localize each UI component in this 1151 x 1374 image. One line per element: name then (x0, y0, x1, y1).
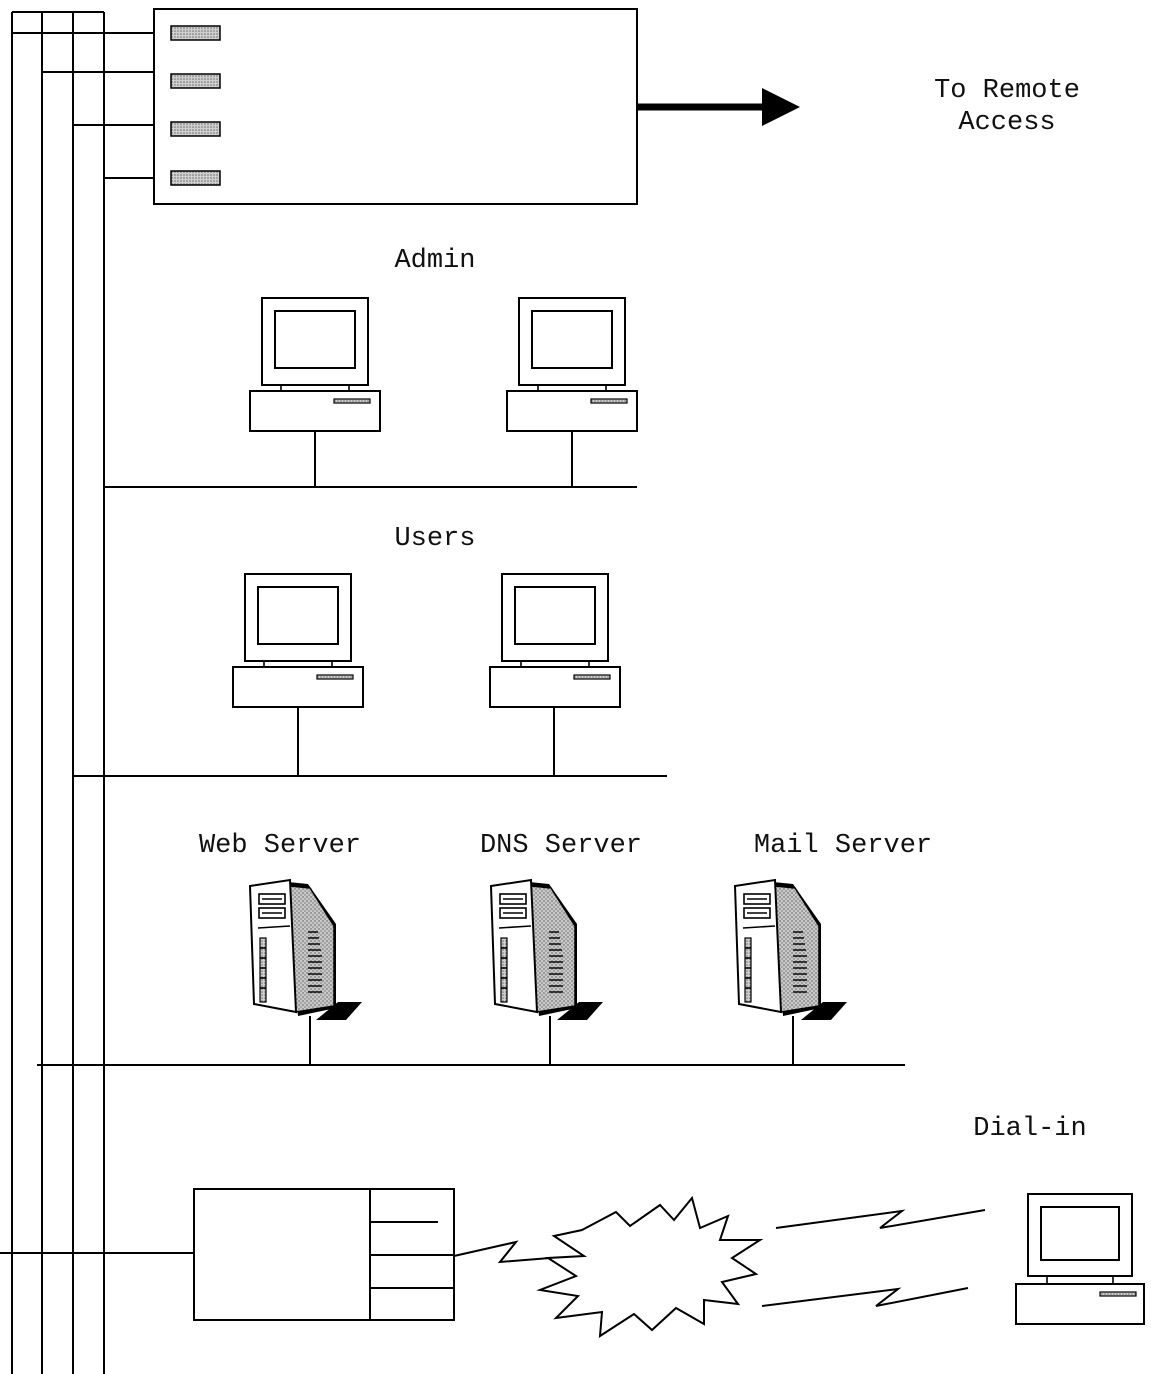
router-port-1 (171, 26, 220, 40)
users-desktop-computer-icon-1 (233, 574, 363, 707)
router-port-3 (171, 122, 220, 136)
dial-in-lightning-link-icons (762, 1210, 985, 1306)
access-server-icon (194, 1189, 454, 1320)
users-segment-lines (73, 707, 667, 776)
admin-desktop-computer-icon-2 (507, 298, 637, 431)
cloud-burst-icon (540, 1198, 760, 1336)
router-port-connectors (12, 33, 154, 178)
admin-label: Admin (394, 246, 475, 276)
web-server-label: Web Server (199, 831, 361, 861)
servers-segment-lines (37, 1016, 905, 1065)
users-label: Users (394, 524, 475, 554)
backbone-lines (12, 12, 104, 1374)
lightning-link-icon (454, 1242, 550, 1262)
router-icon (154, 9, 637, 204)
dial-in-label: Dial-in (973, 1114, 1086, 1144)
users-desktop-computer-icon-2 (490, 574, 620, 707)
web-server-tower-server-icon (250, 880, 362, 1020)
remote-access-label-line1: To Remote (934, 76, 1080, 106)
mail-server-tower-server-icon (735, 880, 847, 1020)
remote-access-label-line2: Access (958, 108, 1055, 138)
admin-segment-lines (104, 431, 637, 487)
admin-desktop-computer-icon-1 (250, 298, 380, 431)
router-port-2 (171, 74, 220, 88)
router-port-4 (171, 171, 220, 185)
dns-server-tower-server-icon (491, 880, 603, 1020)
dns-server-label: DNS Server (480, 831, 642, 861)
mail-server-label: Mail Server (754, 831, 932, 861)
dial-in-desktop-computer-icon (1016, 1194, 1144, 1324)
remote-access-arrow-icon (637, 88, 800, 126)
